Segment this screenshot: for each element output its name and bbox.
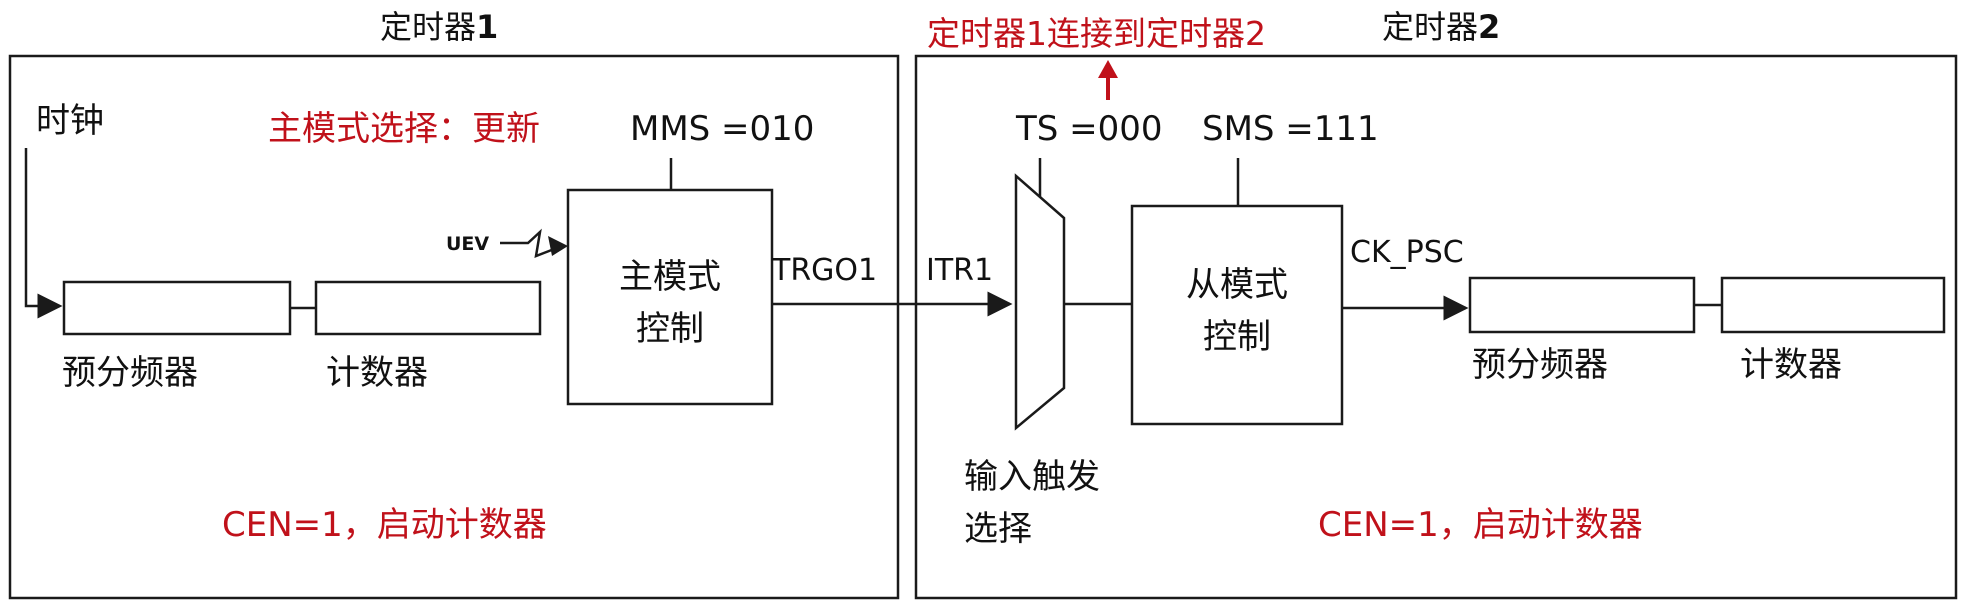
timer1-counter-label: 计数器 — [326, 353, 428, 393]
timer1-prescaler-label: 预分频器 — [62, 353, 198, 393]
timer1-frame — [8, 54, 900, 600]
slave-mode-control-box — [1130, 204, 1344, 426]
mms-annotation: 主模式选择：更新 — [268, 109, 540, 149]
master-mode-control-label-2: 控制 — [636, 309, 704, 349]
master-mode-control-box — [566, 188, 774, 406]
itr1-label: ITR1 — [926, 253, 993, 288]
timer1-counter-box — [314, 280, 542, 336]
timer1-prescaler-box — [62, 280, 292, 336]
master-mode-control-label-1: 主模式 — [619, 257, 721, 297]
slave-mode-control-label-1: 从模式 — [1186, 265, 1288, 305]
input-trigger-select-label-2: 选择 — [964, 509, 1032, 549]
sms-label: SMS =111 — [1202, 109, 1379, 149]
timer2-counter-label: 计数器 — [1740, 345, 1842, 385]
clock-wire — [24, 148, 63, 319]
link-annotation-arrow — [1098, 60, 1118, 100]
input-trigger-mux — [1014, 173, 1066, 431]
mms-label: MMS =010 — [630, 109, 814, 149]
uev-arrowhead — [548, 236, 568, 256]
ts-label: TS =000 — [1015, 109, 1163, 149]
timer2-prescaler-label: 预分频器 — [1472, 345, 1608, 385]
timer2-frame — [914, 54, 1958, 600]
timer2-prescaler-box — [1468, 276, 1696, 334]
uev-lightning-icon — [500, 228, 563, 258]
timer2-cen-label: CEN=1，启动计数器 — [1318, 505, 1643, 545]
clock-label: 时钟 — [36, 101, 104, 141]
timer1-cen-label: CEN=1，启动计数器 — [222, 505, 547, 545]
input-trigger-select-label-1: 输入触发 — [964, 457, 1100, 497]
uev-label: UEV — [446, 233, 489, 255]
timer2-title: 定时器2 — [1382, 8, 1500, 46]
slave-mode-control-label-2: 控制 — [1203, 317, 1271, 357]
timer1-title: 定时器1 — [380, 8, 498, 46]
ck-psc-label: CK_PSC — [1350, 235, 1464, 270]
timer-link-annotation: 定时器1连接到定时器2 — [927, 14, 1266, 53]
timer2-counter-box — [1720, 276, 1946, 334]
trgo1-label: TRGO1 — [771, 253, 877, 288]
